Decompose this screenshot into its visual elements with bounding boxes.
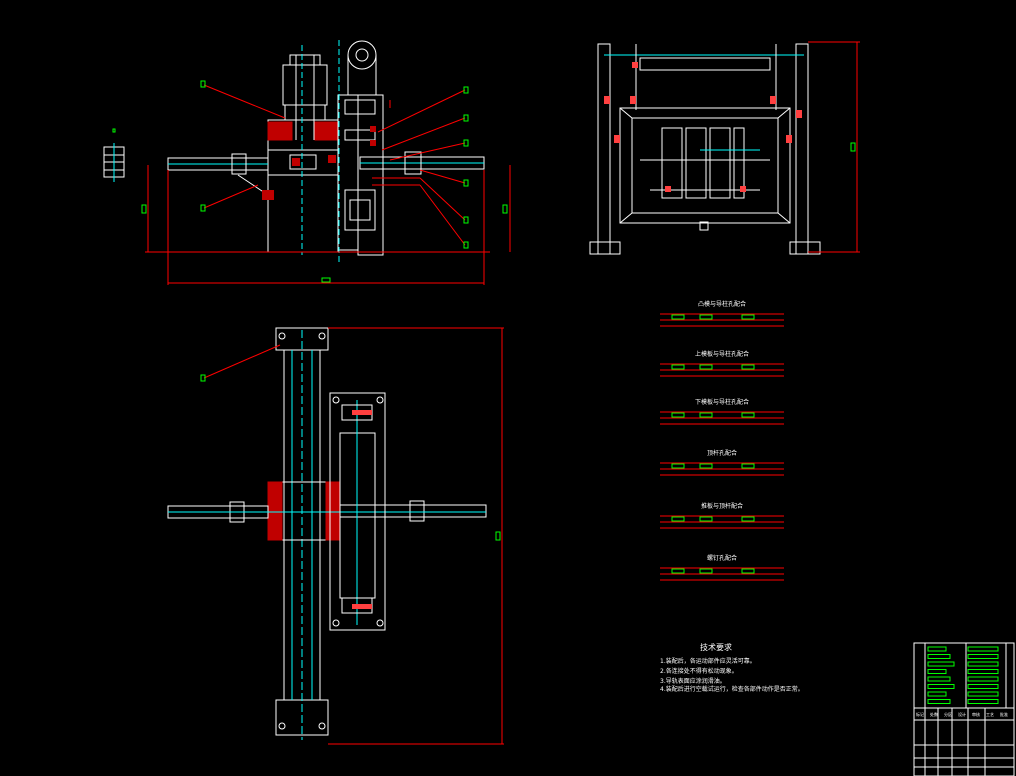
title-block-label: 批准 bbox=[1000, 711, 1008, 717]
plan-label-1 bbox=[200, 374, 206, 382]
fit-table-cell bbox=[671, 516, 685, 522]
fit-tables: 凸模与导柱孔配合上模板与导柱孔配合下模板与导柱孔配合顶杆孔配合推板与顶杆配合螺钉… bbox=[660, 300, 784, 581]
notes-line-4: 4.装配后进行空载试运行，检查各部件动作是否正常。 bbox=[660, 685, 804, 693]
title-block-cell bbox=[927, 684, 955, 689]
fit-table-cell bbox=[699, 314, 713, 320]
front-labels bbox=[112, 80, 508, 283]
fit-table-cell bbox=[671, 314, 685, 320]
title-block-label: 分区 bbox=[944, 711, 952, 717]
plan-dim-label bbox=[495, 531, 501, 541]
fit-table-title: 顶杆孔配合 bbox=[707, 449, 737, 457]
title-block-label: 处数 bbox=[930, 711, 938, 717]
fit-table-cell bbox=[741, 314, 755, 320]
title-block-cell bbox=[967, 661, 999, 667]
fit-table-title: 上模板与导柱孔配合 bbox=[695, 350, 749, 358]
title-block-rows: 标记处数分区设计审核 工艺 批准 bbox=[916, 646, 1008, 717]
plan-section-left bbox=[267, 481, 283, 541]
fit-table: 推板与顶杆配合 bbox=[660, 502, 784, 529]
side-dim-label bbox=[850, 142, 856, 152]
title-block-cell bbox=[967, 684, 999, 689]
fit-table: 凸模与导柱孔配合 bbox=[660, 300, 784, 327]
carriage bbox=[329, 392, 386, 631]
title-block bbox=[913, 642, 1015, 776]
fit-table-title: 螺钉孔配合 bbox=[707, 554, 737, 562]
notes-line-2: 2.各连接处不得有松动现象。 bbox=[660, 667, 738, 675]
side-red-details bbox=[604, 62, 802, 192]
plan-dimensions bbox=[203, 327, 504, 745]
title-block-cell bbox=[967, 676, 999, 682]
title-block-cell bbox=[967, 669, 999, 674]
section-cut-right bbox=[314, 121, 339, 141]
fit-table-cell bbox=[699, 568, 713, 574]
title-block-cell bbox=[967, 654, 999, 659]
title-block-cell bbox=[967, 646, 999, 652]
title-block-frame bbox=[913, 642, 1015, 776]
title-block-cell bbox=[967, 699, 999, 704]
fit-table-title: 下模板与导柱孔配合 bbox=[695, 398, 749, 406]
fit-table-title: 推板与顶杆配合 bbox=[701, 502, 743, 510]
fit-table: 螺钉孔配合 bbox=[660, 554, 784, 581]
title-block-label: 工艺 bbox=[986, 712, 994, 717]
plan-section-right bbox=[325, 481, 341, 541]
fit-table: 上模板与导柱孔配合 bbox=[660, 350, 784, 377]
fit-table-cell bbox=[671, 412, 685, 418]
fit-table-cell bbox=[699, 412, 713, 418]
top-beam bbox=[639, 57, 771, 71]
title-block-cell bbox=[927, 661, 955, 667]
fit-table-cell bbox=[671, 568, 685, 574]
front-dimensions bbox=[145, 84, 511, 285]
title-block-cell bbox=[927, 699, 951, 704]
title-block-cell bbox=[927, 646, 947, 652]
fit-table: 下模板与导柱孔配合 bbox=[660, 398, 784, 425]
technical-notes: 技术要求 1.装配后，各运动部件应灵活可靠。 2.各连接处不得有松动现象。 3.… bbox=[660, 642, 804, 693]
fit-table-cell bbox=[699, 516, 713, 522]
side-dimensions bbox=[808, 41, 860, 253]
plan-view bbox=[167, 327, 487, 740]
notes-line-1: 1.装配后，各运动部件应灵活可靠。 bbox=[660, 657, 756, 665]
title-block-cell bbox=[967, 691, 999, 697]
fit-table-cell bbox=[671, 364, 685, 370]
title-block-cell bbox=[927, 691, 947, 697]
title-block-cell bbox=[927, 676, 951, 682]
notes-line-3: 3.导轨表面应涂润滑油。 bbox=[660, 677, 726, 685]
fit-table-title: 凸模与导柱孔配合 bbox=[698, 300, 746, 308]
fit-table-cell bbox=[671, 463, 685, 469]
title-block-cell bbox=[927, 669, 947, 674]
fit-table-cell bbox=[699, 364, 713, 370]
title-block-cell bbox=[927, 654, 951, 659]
front-view bbox=[103, 40, 485, 265]
fit-table-cell bbox=[741, 568, 755, 574]
title-block-label: 标记 bbox=[916, 711, 924, 717]
fit-table-cell bbox=[741, 364, 755, 370]
fit-table: 顶杆孔配合 bbox=[660, 449, 784, 476]
title-block-label: 审核 bbox=[972, 711, 980, 717]
outer-frame bbox=[619, 107, 791, 224]
fit-table-cell bbox=[741, 516, 755, 522]
section-cut-left bbox=[267, 121, 293, 141]
notes-title: 技术要求 bbox=[700, 642, 732, 652]
title-block-label: 设计 bbox=[958, 711, 966, 717]
fit-table-cell bbox=[741, 412, 755, 418]
right-column bbox=[357, 94, 384, 256]
fit-table-cell bbox=[699, 463, 713, 469]
fit-table-cell bbox=[741, 463, 755, 469]
